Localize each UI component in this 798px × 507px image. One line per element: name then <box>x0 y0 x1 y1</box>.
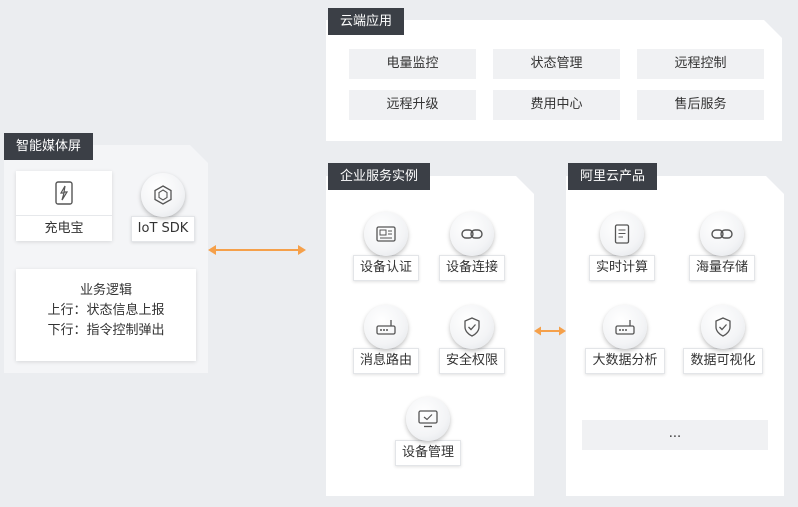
app-item-power-monitor[interactable]: 电量监控 <box>349 49 476 79</box>
media-screen-title: 智能媒体屏 <box>4 133 94 160</box>
realtime-compute-node[interactable]: 实时计算 <box>580 212 664 281</box>
iot-sdk-node[interactable]: IoT SDK <box>119 173 207 242</box>
double-arrow-left <box>208 245 306 255</box>
shield-check-icon <box>463 317 481 337</box>
document-icon <box>614 224 630 244</box>
power-bank-card[interactable]: 充电宝 <box>16 171 112 241</box>
mass-storage-node[interactable]: 海量存储 <box>680 212 764 281</box>
business-logic-downlink: 下行：指令控制弹出 <box>47 323 165 338</box>
router-icon <box>375 318 397 336</box>
power-bank-label: 充电宝 <box>16 215 112 242</box>
big-data-label: 大数据分析 <box>585 348 664 374</box>
link-icon <box>711 226 733 242</box>
device-manage-node[interactable]: 设备管理 <box>386 397 470 466</box>
business-logic-card: 业务逻辑 上行：状态信息上报 下行：指令控制弹出 <box>16 269 196 361</box>
router-icon <box>614 318 636 336</box>
data-visual-node[interactable]: 数据可视化 <box>678 305 768 374</box>
realtime-compute-label: 实时计算 <box>589 255 655 281</box>
lightning-icon <box>54 181 74 205</box>
security-perm-node[interactable]: 安全权限 <box>430 305 514 374</box>
app-item-remote-upgrade[interactable]: 远程升级 <box>349 90 476 120</box>
security-perm-label: 安全权限 <box>439 348 505 374</box>
monitor-icon <box>418 410 438 428</box>
mass-storage-label: 海量存储 <box>689 255 755 281</box>
business-logic-uplink: 上行：状态信息上报 <box>47 303 165 318</box>
enterprise-title: 企业服务实例 <box>328 163 431 190</box>
aliyun-panel: 实时计算 海量存储 大数据分析 数据可视化 ... <box>566 176 784 496</box>
more-products[interactable]: ... <box>582 420 768 450</box>
data-visual-label: 数据可视化 <box>683 348 762 374</box>
id-card-icon <box>376 226 396 242</box>
message-route-node[interactable]: 消息路由 <box>344 305 428 374</box>
cloud-apps-panel: 电量监控 状态管理 远程控制 远程升级 费用中心 售后服务 <box>326 20 782 141</box>
hex-chip-icon <box>152 184 174 206</box>
link-icon <box>461 226 483 242</box>
device-manage-label: 设备管理 <box>395 440 461 466</box>
app-item-after-sales[interactable]: 售后服务 <box>637 90 764 120</box>
aliyun-title: 阿里云产品 <box>568 163 658 190</box>
device-connect-node[interactable]: 设备连接 <box>430 212 514 281</box>
double-arrow-right <box>534 326 566 336</box>
device-auth-node[interactable]: 设备认证 <box>344 212 428 281</box>
shield-check-icon <box>714 317 732 337</box>
message-route-label: 消息路由 <box>353 348 419 374</box>
app-item-status-manage[interactable]: 状态管理 <box>493 49 620 79</box>
business-logic-title: 业务逻辑 <box>79 283 132 298</box>
big-data-node[interactable]: 大数据分析 <box>580 305 670 374</box>
app-item-billing[interactable]: 费用中心 <box>493 90 620 120</box>
enterprise-panel: 设备认证 设备连接 消息路由 安全权限 <box>326 176 534 496</box>
media-screen-panel: 充电宝 IoT SDK 业务逻辑 上行：状态信息上报 下行：指令控制弹出 <box>4 145 208 373</box>
device-auth-label: 设备认证 <box>353 255 419 281</box>
iot-sdk-label: IoT SDK <box>131 216 196 242</box>
app-item-remote-control[interactable]: 远程控制 <box>637 49 764 79</box>
device-connect-label: 设备连接 <box>439 255 505 281</box>
cloud-apps-title: 云端应用 <box>328 8 405 35</box>
